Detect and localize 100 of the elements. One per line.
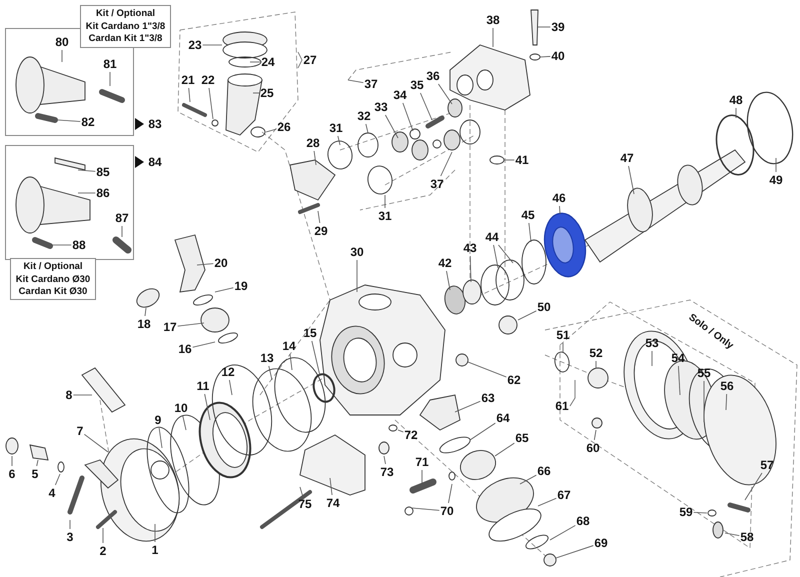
leader-line	[454, 400, 481, 412]
callout-number: 84	[148, 155, 162, 169]
callout-number: 72	[404, 428, 418, 442]
leader-line	[550, 525, 576, 540]
callout-number: 23	[188, 38, 202, 52]
callout-number: 35	[410, 78, 424, 92]
leader-line	[402, 102, 414, 132]
leader-line	[290, 354, 292, 370]
callout-number: 36	[426, 69, 440, 83]
leader-line	[158, 428, 162, 448]
leader-line	[594, 430, 596, 440]
callout-number: 3	[66, 530, 74, 544]
callout-number: 82	[81, 115, 95, 129]
leader-line	[384, 194, 386, 208]
callout-number: 67	[557, 488, 571, 502]
callout-number: 49	[769, 173, 783, 187]
callout-number: 25	[260, 86, 274, 100]
callout-number: 7	[76, 424, 84, 438]
leader-line	[744, 472, 762, 500]
leader-line	[365, 124, 368, 134]
callout-number: 71	[415, 455, 429, 469]
leader-line	[154, 524, 156, 542]
callout-number: 52	[589, 346, 603, 360]
callout-number: 1	[152, 543, 158, 557]
note-text: Solo / Only	[686, 312, 736, 352]
callout-number: 85	[96, 165, 110, 179]
kit-title: Kit / Optional	[22, 261, 84, 274]
callout-number: 5	[32, 467, 38, 481]
leader-line	[384, 456, 386, 464]
leader-line	[446, 270, 450, 290]
callout-number: 37	[430, 177, 444, 191]
callout-number: 18	[137, 317, 151, 331]
leader-line	[72, 394, 92, 396]
callout-number: 37	[364, 77, 378, 91]
leader-line	[724, 532, 740, 536]
leader-line	[562, 342, 564, 354]
callout-number: 66	[537, 464, 551, 478]
callout-number: 59	[679, 505, 693, 519]
leader-line	[214, 287, 234, 292]
leader-line	[470, 422, 496, 440]
callout-number: 21	[181, 73, 195, 87]
callout-number: 22	[201, 73, 215, 87]
kit-title: Kit / Optional	[94, 8, 156, 20]
callout-number: 31	[329, 121, 343, 135]
callout-number: 58	[740, 530, 754, 544]
callout-number: 19	[234, 279, 248, 293]
leader-line	[36, 460, 38, 466]
kit-title: Kit Cardano Ø30	[14, 274, 92, 286]
leader-line	[58, 120, 81, 122]
callout-number: 48	[729, 93, 743, 107]
callout-number: 41	[515, 153, 529, 167]
leader-line	[693, 512, 708, 514]
callout-number: 68	[576, 514, 590, 528]
callout-number: 14	[282, 339, 296, 353]
callout-number: 29	[314, 224, 328, 238]
callout-number: 46	[552, 191, 566, 205]
leader-line	[330, 478, 332, 496]
leader-line	[726, 394, 728, 410]
leader-line	[398, 430, 404, 432]
callout-number: 17	[163, 320, 177, 334]
callout-number: 74	[326, 496, 340, 510]
leader-line	[538, 498, 557, 506]
callout-number: 64	[496, 411, 510, 425]
leader-line	[440, 152, 452, 176]
leader-line	[468, 362, 507, 378]
callout-number: 11	[196, 379, 210, 393]
callout-number: 13	[260, 351, 274, 365]
kit-title: Cardan Kit 1"3/8	[88, 33, 164, 46]
leader-line	[528, 222, 532, 242]
leader-line	[196, 263, 214, 266]
leader-line	[556, 545, 594, 558]
leader-line	[420, 92, 432, 120]
callout-number: 65	[515, 431, 529, 445]
leader-line	[78, 170, 96, 172]
leader-line	[520, 474, 537, 484]
callout-number: 32	[357, 109, 371, 123]
leader-line	[412, 508, 440, 511]
callout-number: 75	[298, 497, 312, 511]
callout-number: 61	[555, 399, 569, 413]
callout-number: 47	[620, 151, 634, 165]
callout-number: 27	[303, 53, 317, 67]
leader-line	[54, 474, 60, 486]
leader-line	[311, 340, 320, 376]
callout-number: 88	[72, 238, 86, 252]
callout-number: 4	[48, 486, 56, 500]
leader-line	[202, 44, 222, 46]
callout-number: 42	[438, 256, 452, 270]
leader-line	[470, 256, 472, 282]
leader-line	[228, 380, 232, 396]
callout-number: 69	[594, 536, 608, 550]
leader-line	[268, 366, 272, 380]
leader-line	[177, 322, 204, 326]
leader-line	[438, 84, 452, 104]
callout-number: 28	[306, 136, 320, 150]
leader-line	[518, 310, 537, 320]
callout-number: 43	[463, 241, 477, 255]
callout-number: 50	[537, 300, 551, 314]
callout-number: 40	[551, 49, 565, 63]
leader-line	[182, 416, 186, 430]
callout-number: 62	[507, 373, 521, 387]
